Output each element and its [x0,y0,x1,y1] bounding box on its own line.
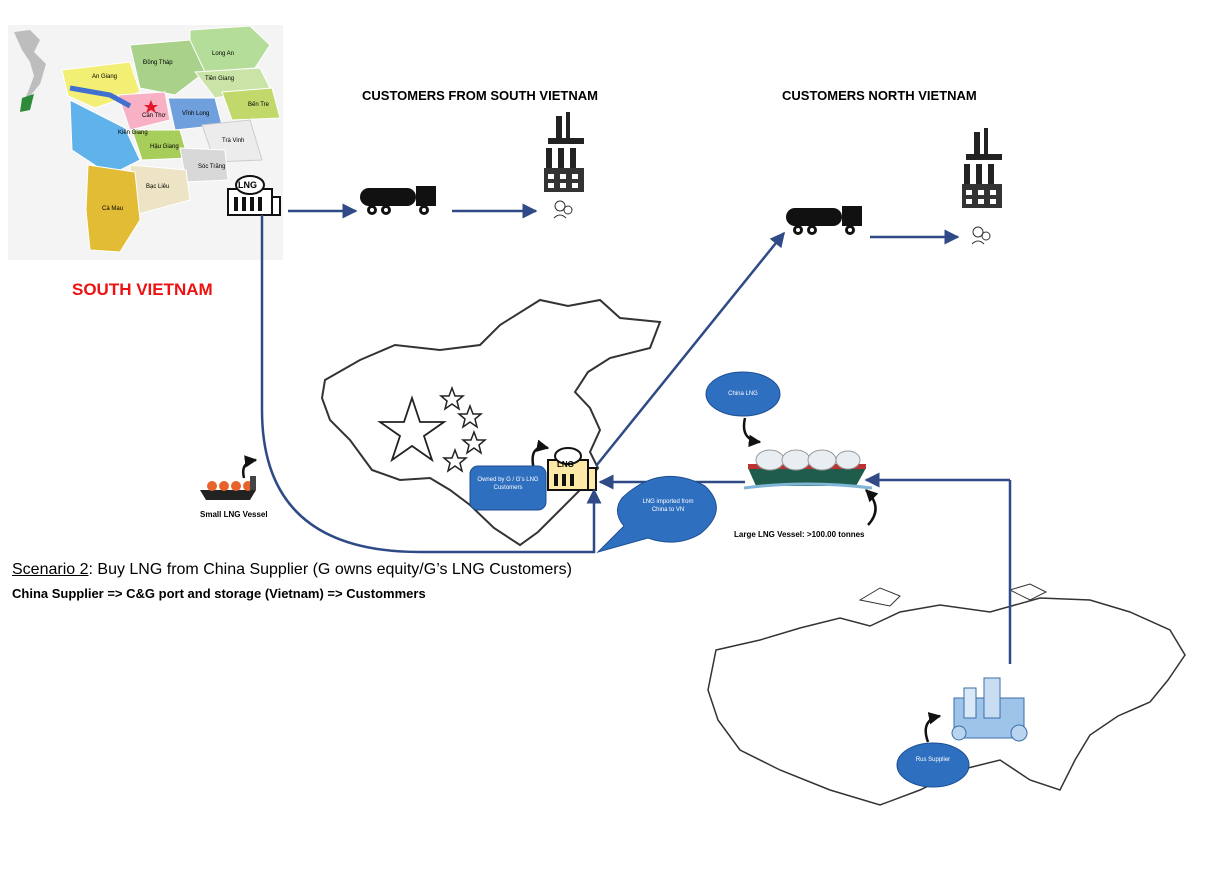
svg-text:Long An: Long An [212,51,234,57]
china-lng-bubble [705,371,781,417]
svg-text:Đồng Tháp: Đồng Tháp [143,60,173,66]
china-lng-bubble-text: China LNG [728,391,758,397]
south-vietnam-map: Long An Đồng Tháp Tiền Giang An Giang Cầ… [8,25,283,260]
factory-icon [544,112,584,192]
vietnam-locator-icon [14,30,46,104]
star-icon [144,100,158,113]
rus-bubble-text: Rus Supplier [915,757,951,763]
svg-text:Sóc Trăng: Sóc Trăng [198,164,225,170]
pointer-arrow-icon [924,712,942,743]
rus-plant-icon [951,677,1028,742]
china-star-icon [438,385,466,411]
svg-text:An Giang: An Giang [92,74,117,80]
scenario-prefix: Scenario 2 [12,561,89,578]
vietnam-lng-terminal-icon [227,175,281,216]
pointer-arrow-icon [242,455,258,479]
scenario-flow: China Supplier => C&G port and storage (… [12,586,426,601]
china-lng-terminal-icon [547,447,597,491]
south-customers-heading: CUSTOMERS FROM SOUTH VIETNAM [362,88,598,103]
scenario-text: : Buy LNG from China Supplier (G owns eq… [88,561,572,578]
arrow-china-to-north-truck [595,231,785,467]
china-star-icon [441,447,469,473]
tanker-truck-icon [360,186,436,215]
small-vessel-label: Small LNG Vessel [200,510,268,519]
svg-text:Bạc Liêu: Bạc Liêu [146,184,169,190]
china-big-star-icon [377,395,447,463]
svg-text:Bến Tre: Bến Tre [248,102,270,108]
svg-text:Kiên Giang: Kiên Giang [118,130,148,136]
province-ben-tre [221,87,281,121]
svg-text:Hậu Giang: Hậu Giang [150,144,179,150]
vn-terminal-sign: LNG [238,180,257,190]
province-kien-giang [69,99,141,176]
svg-text:Cà Mau: Cà Mau [102,206,123,212]
province-can-tho [117,91,171,131]
tanker-truck-icon [786,206,862,235]
imported-bubble [596,475,717,553]
large-vessel-label: Large LNG Vessel: >100.00 tonnes [734,530,865,539]
large-lng-vessel-icon [743,449,873,490]
svg-text:Trà Vinh: Trà Vinh [222,138,244,144]
svg-text:Cần Thơ: Cần Thơ [142,113,166,119]
province-ca-mau [85,164,141,253]
owned-bubble [469,465,547,511]
north-customers-heading: CUSTOMERS NORTH VIETNAM [782,88,977,103]
rus-bubble [896,742,970,788]
svg-text:Vĩnh Long: Vĩnh Long [182,111,209,117]
customer-icon [971,226,991,245]
small-lng-vessel-icon [200,476,256,500]
scenario-title: Scenario 2: Buy LNG from China Supplier … [12,561,572,579]
customer-icon [553,200,573,219]
pointer-arrow-icon [865,489,879,526]
imported-bubble-text: LNG imported from China to VN [642,499,694,513]
russia-map [707,583,1186,806]
province-dong-thap [129,39,206,96]
svg-text:Tiền Giang: Tiền Giang [205,76,234,82]
pointer-arrow-icon [742,417,762,448]
arrow-vietnam-to-china [260,215,602,554]
factory-icon [962,128,1002,208]
china-star-icon [460,429,488,455]
china-star-icon [456,403,484,429]
cn-terminal-sign: LNG [557,460,574,469]
owned-bubble-text: Owned by G / G's LNG Customers [477,477,539,491]
region-title: SOUTH VIETNAM [72,280,213,299]
